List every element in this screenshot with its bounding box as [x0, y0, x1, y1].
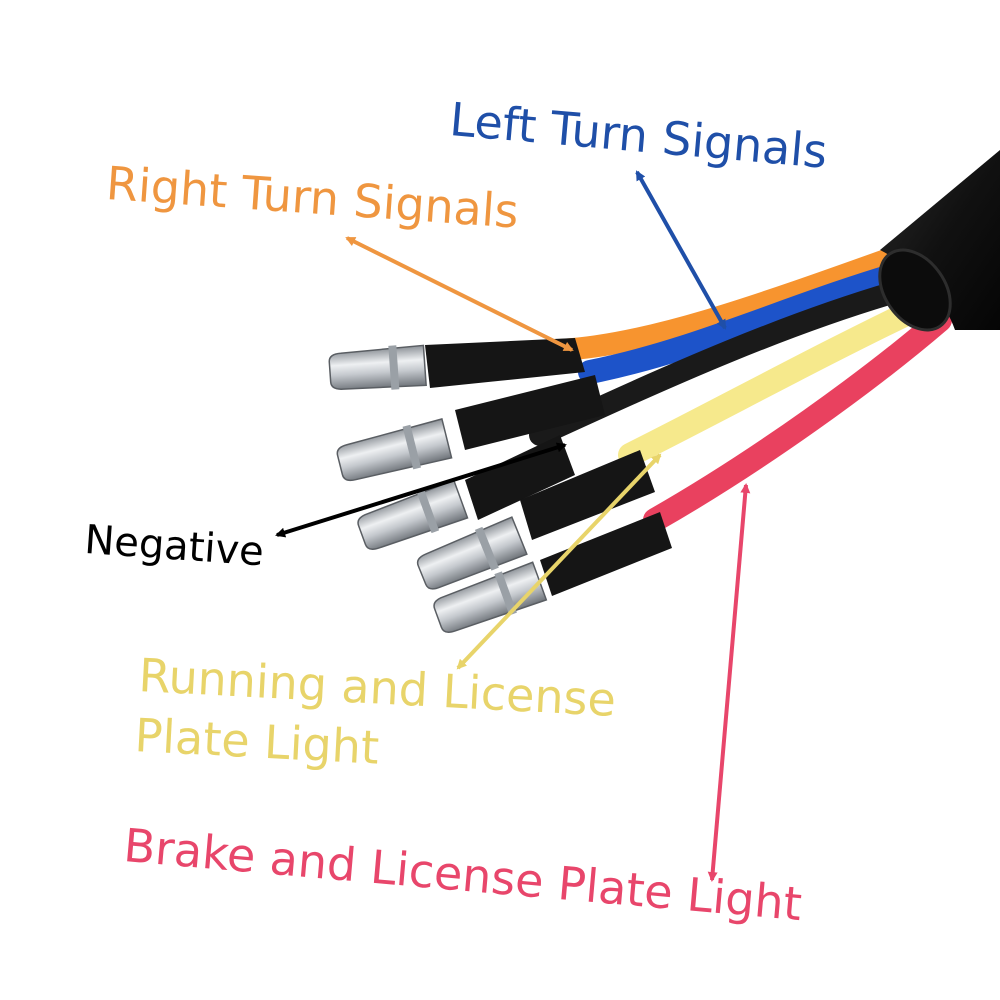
connector-1	[328, 344, 427, 390]
outer-sheath	[878, 150, 1000, 332]
negative-label: Negative	[83, 517, 266, 576]
left-turn-arrow	[635, 170, 727, 330]
yellow-wire	[618, 293, 937, 467]
right-turn-arrow	[345, 236, 574, 352]
annotation-arrows	[275, 170, 751, 882]
running-arrow	[456, 453, 662, 670]
connector-2	[336, 418, 453, 482]
running-license-label-line2: Plate Light	[133, 708, 381, 775]
blue-wire	[578, 260, 917, 384]
brake-arrow	[707, 483, 751, 882]
red-wire	[643, 308, 952, 532]
